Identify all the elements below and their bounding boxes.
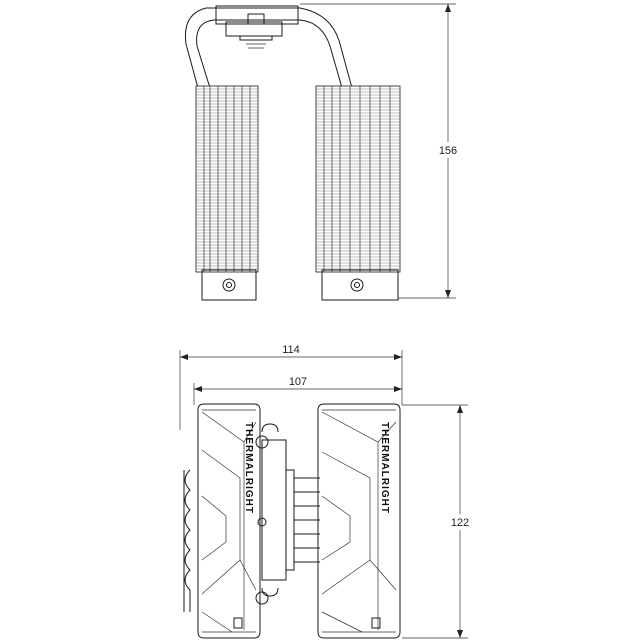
dimension-label-156: 156 — [439, 145, 457, 157]
dimension-width-inner: 107 — [193, 376, 402, 405]
top-view: 114 107 122 — [179, 344, 476, 639]
mounting-clamp — [215, 5, 299, 49]
dimension-height-side: 156 — [300, 3, 462, 299]
dimension-label-114: 114 — [282, 344, 300, 356]
dimension-width-overall: 114 — [179, 344, 403, 430]
brand-logo-left: THERMALRIGHT — [243, 422, 254, 514]
tower-top-left: THERMALRIGHT — [197, 403, 261, 639]
dimension-label-107: 107 — [289, 376, 307, 388]
dimension-label-122: 122 — [451, 517, 469, 529]
heatpipe-bridge — [184, 7, 353, 89]
heatsink-fin-stack-right — [315, 85, 401, 273]
side-view: 156 — [184, 3, 462, 301]
brand-logo-right: THERMALRIGHT — [379, 422, 390, 514]
dimension-height-top: 122 — [402, 404, 476, 639]
fin-base-right — [321, 269, 399, 301]
heatsink-fin-stack-left — [195, 85, 259, 273]
fin-base-left — [201, 269, 257, 301]
heatpipes-top — [183, 423, 320, 612]
tower-top-right: THERMALRIGHT — [317, 403, 401, 639]
